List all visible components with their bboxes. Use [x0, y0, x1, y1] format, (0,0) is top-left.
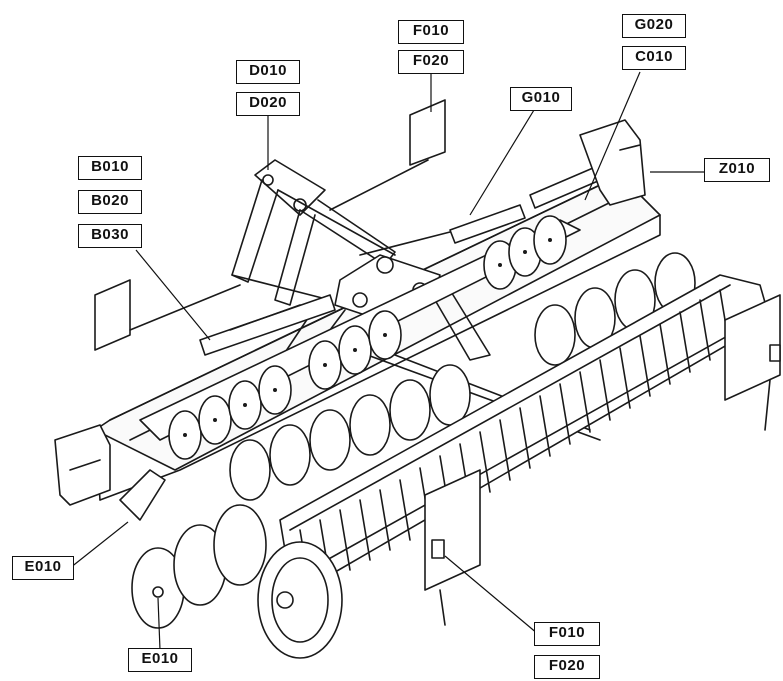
- rear-disc-gang: [229, 252, 696, 501]
- side-discs: [119, 469, 267, 629]
- callout-d010: D010: [236, 60, 300, 84]
- callout-f010-bottom: F010: [534, 622, 600, 646]
- a-frame-tower: [231, 159, 396, 306]
- callout-g010: G010: [510, 87, 572, 111]
- callout-g020: G020: [622, 14, 686, 38]
- warning-signboards: [94, 99, 781, 626]
- callout-b030: B030: [78, 224, 142, 248]
- callout-c010: C010: [622, 46, 686, 70]
- callout-e010-left: E010: [12, 556, 74, 580]
- hydraulic-cylinders: [199, 164, 606, 356]
- callout-f020-bottom: F020: [534, 655, 600, 679]
- callout-e010-bottom: E010: [128, 648, 192, 672]
- callout-z010: Z010: [704, 158, 770, 182]
- callout-f010-top: F010: [398, 20, 464, 44]
- callout-d020: D020: [236, 92, 300, 116]
- callout-f020-top: F020: [398, 50, 464, 74]
- callout-b020: B020: [78, 190, 142, 214]
- light-boxes: [54, 119, 646, 506]
- leader-lines: [69, 71, 706, 651]
- front-disc-gang: [139, 215, 581, 460]
- callout-b010: B010: [78, 156, 142, 180]
